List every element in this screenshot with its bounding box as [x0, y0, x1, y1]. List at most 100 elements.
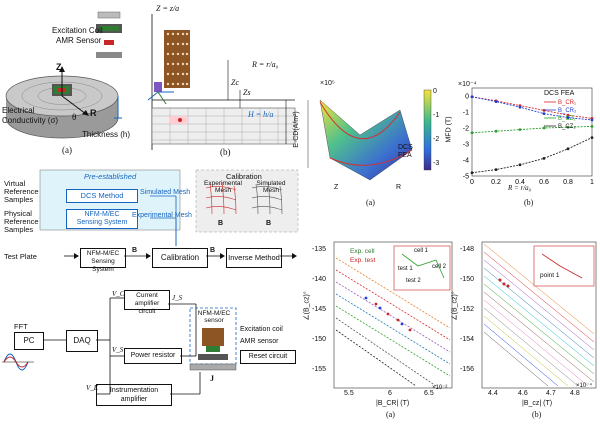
- mfd-xtick-1: 0.2: [491, 179, 501, 186]
- exp-mesh-line-1: Experimental: [204, 180, 242, 187]
- sim-mesh-line-1: Simulated: [256, 180, 286, 187]
- nfm-line-2: Sensing System: [76, 219, 128, 226]
- current-amp-line-2: circuit: [138, 308, 156, 315]
- mfd-legend-3: B_CZ₂: [558, 124, 576, 130]
- colorbar-tick-3: -3: [433, 160, 440, 167]
- instr-amp-box: Instrumentation amplifier: [96, 384, 172, 406]
- physical-line-2: Reference: [4, 217, 39, 226]
- js-label: J_S: [172, 294, 183, 302]
- mfd-point-3-4: [566, 147, 570, 151]
- scatter-b-ylabel: ∠(B_cz)°: [451, 291, 459, 321]
- virtual-line-1: Virtual: [4, 179, 26, 188]
- daq-box: DAQ: [66, 330, 98, 352]
- reset-circuit-box: Reset circuit: [240, 350, 296, 364]
- sim-mesh-caption: Simulated Mesh: [248, 180, 294, 194]
- mfd-ytick-1: -1: [463, 110, 469, 117]
- current-amp-line-1: Current amplifier: [134, 292, 160, 307]
- scatter-a-legend-cell: Exp. cell: [350, 248, 375, 255]
- z-axis-label: Z = z/a: [156, 4, 180, 13]
- physical-line-3: Samples: [4, 225, 34, 234]
- zs-label: Zs: [243, 88, 251, 97]
- exp-mesh-line-2: Mesh: [215, 187, 231, 194]
- scatter-b-inset-label: point 1: [540, 272, 560, 279]
- scatter-b-xexp: ×10⁻⁴: [576, 383, 592, 389]
- calibration-box: Calibration: [152, 248, 208, 268]
- mfd-caption: (b): [524, 198, 534, 207]
- measurement-circuit: FFT PC DAQ Current amplifier circuit Pow…: [0, 284, 300, 429]
- j-label: J: [210, 374, 214, 383]
- current-amp-box: Current amplifier circuit: [124, 290, 170, 315]
- mfd-xtick-3: 0.6: [539, 179, 549, 186]
- b-mesh-label-1: B: [218, 220, 224, 227]
- mfd-point-1-0: [470, 95, 474, 99]
- mfd-ytick-2: -2: [463, 126, 469, 133]
- scatter-b-caption: (b): [532, 410, 542, 419]
- mfd-point-3-2: [518, 163, 522, 167]
- mfd-legend-2: B_CZ₁: [558, 116, 575, 122]
- colorbar-tick-1: -1: [433, 112, 440, 119]
- mfd-xtick-4: 0.8: [563, 179, 573, 186]
- mfd-xtick-2: 0.4: [515, 179, 525, 186]
- model-figure-b: Z = z/a R = r/a₀ Zc Zs H = h/a (b): [140, 0, 300, 160]
- calibration-title: Calibration: [226, 172, 262, 181]
- amr-sensor-label: AMR Sensor: [56, 36, 102, 45]
- mfd-point-3-3: [542, 157, 546, 160]
- nfm-sensor-label: NFM-M/EC sensor: [194, 310, 234, 324]
- setup-drawing: [5, 11, 122, 139]
- sim-mesh-line-2: Mesh: [263, 187, 279, 194]
- surface-zlabel: E·CD(A/m²): [292, 111, 300, 148]
- mfd-ytick-5: -5: [463, 174, 469, 181]
- mfd-series-line-3: [471, 137, 593, 174]
- nfm-line-1: NFM-M/EC: [84, 211, 120, 218]
- fft-label: FFT: [14, 322, 28, 331]
- mfd-point-0-4: [566, 113, 570, 117]
- scatter-b-xtick-0: 4.4: [488, 390, 498, 397]
- pre-established-label: Pre-established: [84, 172, 137, 181]
- conductivity-label-2: Conductivity (σ): [2, 116, 59, 125]
- surface-legend-dcs: DCS: [398, 144, 413, 151]
- mfd-legend-0: B_CR₁: [558, 100, 576, 106]
- virtual-line-2: Reference: [4, 187, 39, 196]
- surface-legend-fea: FEA: [398, 152, 412, 159]
- scatter-b: ∠(B_cz)° -148 -150 -152 -154 -156 4.4 4.…: [452, 238, 600, 423]
- mfd-ytick-0: 0: [465, 94, 469, 101]
- zc-label: Zc: [231, 78, 239, 87]
- nfm-sensor-line-2: sensor: [204, 317, 224, 324]
- scatter-b-xtick-3: 4.8: [570, 390, 580, 397]
- thickness-label: Thickness (h): [82, 130, 131, 139]
- axis-z-label: Z: [56, 62, 62, 72]
- scatter-b-ytick-3: -154: [460, 336, 475, 343]
- caption-b-1: (b): [220, 147, 231, 157]
- mfd-point-2-4: [566, 125, 570, 129]
- scatter-b-ytick-2: -152: [460, 306, 475, 313]
- scatter-a-xexp: ×10⁻²: [432, 385, 448, 391]
- mfd-legend-title: DCS FEA: [544, 90, 575, 97]
- mfd-xtick-5: 1: [590, 179, 594, 186]
- mfd-point-2-3: [542, 126, 546, 130]
- mfd-exponent: ×10⁻⁴: [458, 81, 477, 88]
- scatter-b-xtick-2: 4.7: [546, 390, 556, 397]
- virtual-line-3: Samples: [4, 195, 34, 204]
- calibration-flowchart: Virtual Reference Samples Physical Refer…: [0, 168, 300, 278]
- model-drawing: [147, 14, 296, 150]
- setup-figure-a: Excitation Coil AMR Sensor Z R θ Electri…: [0, 0, 160, 160]
- scatter-a-ytick-3: -150: [312, 336, 327, 343]
- scatter-a-inset-test2: test 2: [406, 278, 421, 284]
- scatter-a-inset-test1: test 1: [398, 266, 413, 272]
- scatter-a-inset-cell2: cell 2: [432, 264, 447, 270]
- scatter-a-ytick-1: -140: [312, 276, 327, 283]
- mfd-point-1-4: [566, 116, 570, 119]
- vs-label: V_S: [112, 346, 124, 354]
- dcs-method-box: DCS Method: [66, 189, 138, 203]
- nfm-test-line-1: NFM-M/EC: [86, 250, 120, 257]
- excitation-coil-circuit-label: Excitation coil: [240, 326, 283, 333]
- scatter-a-plot: [333, 241, 453, 389]
- nfm-test-line-2: Sensing System: [91, 258, 115, 273]
- instr-amp-line-1: Instrumentation: [109, 387, 159, 394]
- scatter-a-xtick-2: 6.5: [424, 390, 434, 397]
- scatter-a-legend-test: Exp. test: [350, 257, 376, 264]
- vc-label: V_C: [112, 290, 125, 298]
- scatter-b-ytick-4: -156: [460, 366, 475, 373]
- excitation-coil-label: Excitation Coil: [52, 26, 103, 35]
- scatter-a-ylabel: ∠(B_cz)°: [303, 291, 311, 321]
